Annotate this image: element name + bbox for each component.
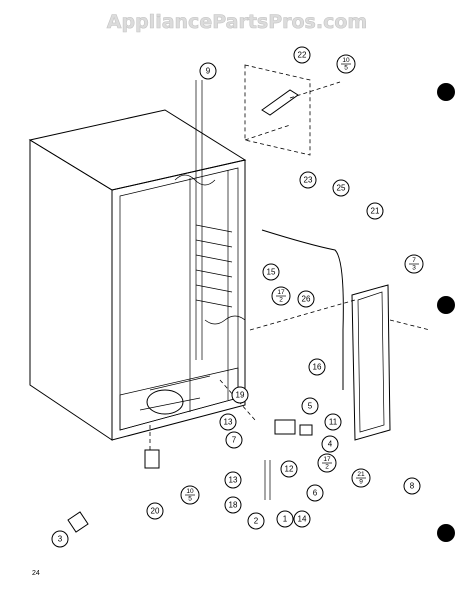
svg-text:3: 3	[58, 535, 63, 544]
callout-14: 14	[293, 510, 311, 528]
svg-text:5: 5	[344, 64, 348, 71]
svg-text:2: 2	[325, 463, 329, 470]
callout-19: 19	[231, 386, 249, 404]
callout-5: 5	[301, 397, 319, 415]
svg-text:23: 23	[304, 176, 313, 185]
svg-text:19: 19	[236, 391, 245, 400]
svg-text:11: 11	[329, 418, 338, 427]
cover-panel-8	[351, 284, 391, 441]
svg-text:17: 17	[277, 289, 285, 296]
fraction-callout-10-5-bottom: 10 5	[180, 485, 200, 505]
svg-text:14: 14	[298, 515, 307, 524]
callout-25: 25	[332, 179, 350, 197]
callout-1: 1	[276, 510, 294, 528]
callout-18: 18	[224, 496, 242, 514]
svg-text:25: 25	[337, 184, 346, 193]
binder-hole-3	[437, 524, 455, 542]
svg-text:9: 9	[206, 67, 211, 76]
svg-text:1: 1	[283, 515, 288, 524]
svg-text:12: 12	[285, 465, 294, 474]
svg-text:15: 15	[267, 268, 276, 277]
svg-text:26: 26	[302, 295, 311, 304]
svg-text:4: 4	[328, 440, 333, 449]
callout-23: 23	[299, 171, 317, 189]
callout-7: 7	[225, 431, 243, 449]
svg-text:20: 20	[151, 507, 160, 516]
binder-hole-2	[437, 296, 455, 314]
callout-26: 26	[297, 290, 315, 308]
fraction-callout-21-9: 21 9	[351, 468, 371, 488]
fraction-callout-10-5-top: 10 5	[336, 54, 356, 74]
svg-text:7: 7	[412, 257, 416, 264]
callout-11: 11	[324, 413, 342, 431]
binder-hole-1	[437, 83, 455, 101]
callout-13: 13	[219, 413, 237, 431]
svg-text:13: 13	[224, 418, 233, 427]
callout-3: 3	[51, 530, 69, 548]
svg-text:5: 5	[188, 495, 192, 502]
callout-16: 16	[308, 358, 326, 376]
svg-text:18: 18	[229, 501, 238, 510]
svg-text:13: 13	[229, 476, 238, 485]
svg-text:3: 3	[412, 264, 416, 271]
callout-6: 6	[306, 484, 324, 502]
svg-text:22: 22	[298, 51, 307, 60]
svg-text:2: 2	[254, 517, 259, 526]
callout-21: 21	[366, 202, 384, 220]
svg-text:6: 6	[313, 489, 318, 498]
callout-15: 15	[262, 263, 280, 281]
callout-20: 20	[146, 502, 164, 520]
refrigerator-cabinet	[28, 109, 247, 441]
callout-22: 22	[293, 46, 311, 64]
watermark-text: AppliancePartsPros.com	[107, 11, 367, 33]
page-number: 24	[32, 570, 40, 577]
compressor	[139, 389, 201, 415]
svg-text:21: 21	[371, 207, 380, 216]
svg-text:17: 17	[323, 456, 331, 463]
bracket-20	[144, 449, 160, 469]
relay-assembly	[264, 419, 313, 500]
callout-9: 9	[199, 62, 217, 80]
fraction-callout-17-2-lower: 17 2	[317, 453, 337, 473]
svg-text:9: 9	[359, 478, 363, 485]
svg-text:10: 10	[186, 488, 194, 495]
svg-text:8: 8	[410, 482, 415, 491]
fraction-callout-17-2-upper: 17 2	[271, 286, 291, 306]
svg-text:7: 7	[232, 436, 237, 445]
panel-22	[244, 64, 311, 156]
svg-text:2: 2	[279, 296, 283, 303]
svg-text:5: 5	[308, 402, 313, 411]
callout-4: 4	[321, 435, 339, 453]
callout-8: 8	[403, 477, 421, 495]
callout-13b: 13	[224, 471, 242, 489]
callout-2: 2	[247, 512, 265, 530]
svg-text:10: 10	[342, 57, 350, 64]
svg-text:21: 21	[357, 471, 365, 478]
fraction-callout-7-3: 7 3	[404, 254, 424, 274]
svg-text:16: 16	[313, 363, 322, 372]
callout-12: 12	[280, 460, 298, 478]
wire-harness-21	[261, 229, 344, 390]
clip-3	[67, 511, 89, 533]
bracket-22	[261, 89, 299, 116]
condenser-coil	[174, 80, 246, 360]
